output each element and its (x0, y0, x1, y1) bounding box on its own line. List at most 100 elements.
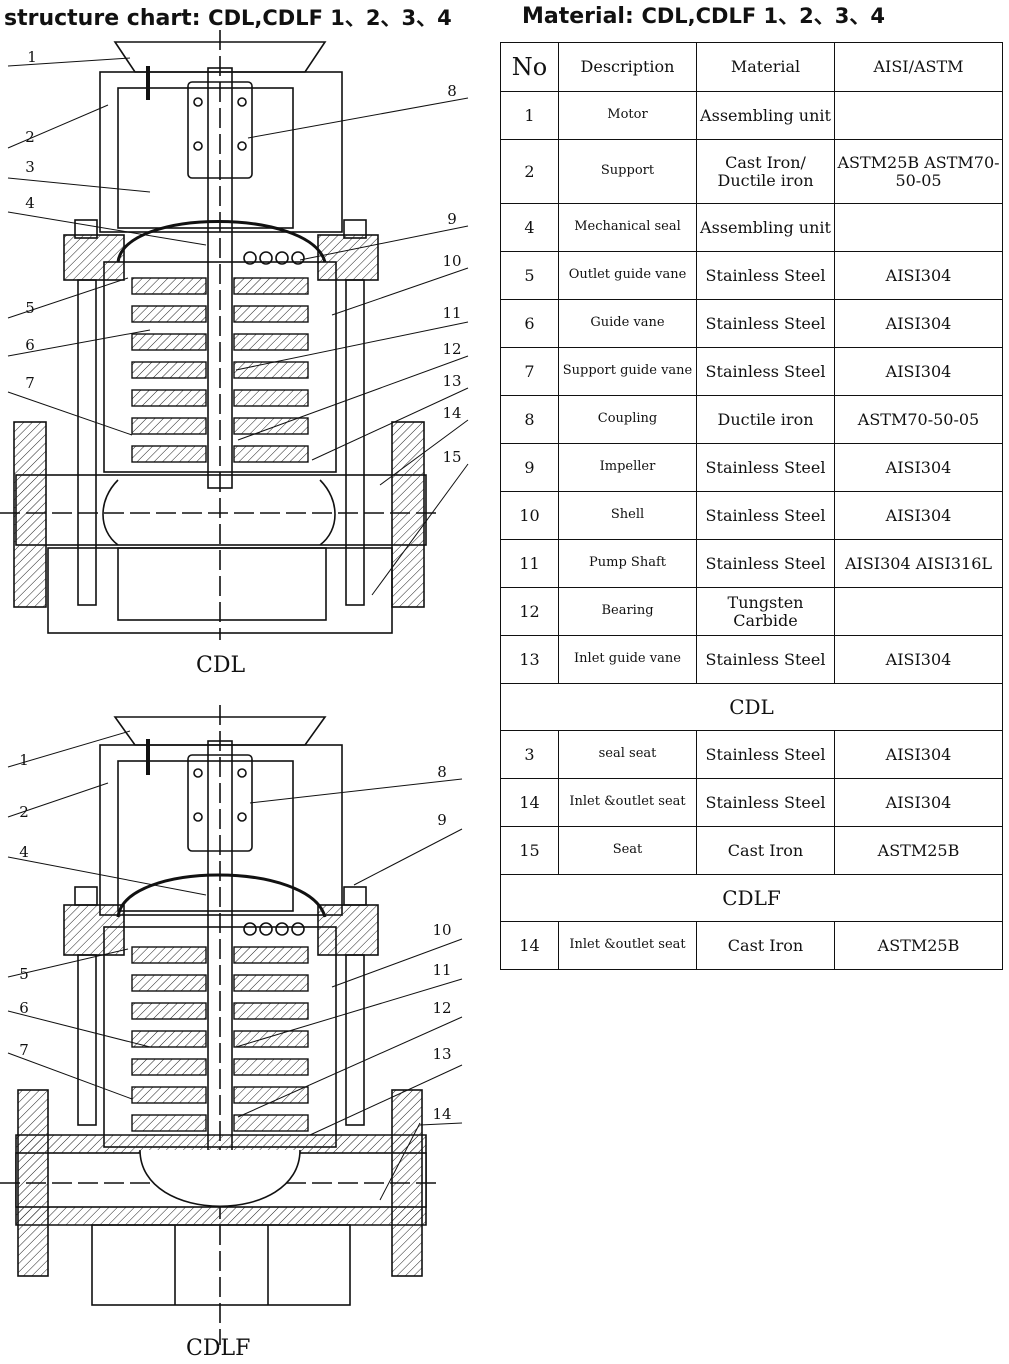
cell-aisi (834, 203, 1003, 252)
cell-material: Assembling unit (696, 203, 835, 252)
cell-no: 2 (500, 139, 559, 204)
table-row: 15 Seat Cast Iron ASTM25B (500, 826, 1003, 875)
cdlf-caption: CDLF (186, 1336, 251, 1361)
cell-material: Stainless Steel (696, 299, 835, 348)
cdlf-label-8: 8 (437, 763, 447, 781)
material-table: No Description Material AISI/ASTM 1 Moto… (500, 42, 1003, 970)
cell-no: 8 (500, 395, 559, 444)
table-row: 4 Mechanical seal Assembling unit (500, 203, 1003, 252)
material-models: CDL,CDLF 1、2、3、4 (641, 4, 885, 28)
cell-description: Impeller (558, 443, 697, 492)
header-material: Material (696, 42, 835, 92)
cell-aisi (834, 587, 1003, 636)
cell-description: Inlet &outlet seat (558, 778, 697, 827)
cell-material: Stainless Steel (696, 778, 835, 827)
cdl-label-14: 14 (442, 404, 461, 422)
cdl-cross-section-diagram: 1 2 3 4 5 6 7 8 9 10 11 12 13 14 15 (0, 30, 469, 640)
section-cdl-label: CDL (500, 683, 1003, 731)
cell-no: 4 (500, 203, 559, 252)
table-row: 13 Inlet guide vane Stainless Steel AISI… (500, 635, 1003, 684)
cell-material: Stainless Steel (696, 443, 835, 492)
cell-aisi (834, 91, 1003, 140)
cdlf-label-2: 2 (19, 803, 29, 821)
cell-aisi: ASTM25B (834, 826, 1003, 875)
cdl-label-2: 2 (25, 128, 35, 146)
cell-description: Motor (558, 91, 697, 140)
cell-description: Shell (558, 491, 697, 540)
cell-material: Stainless Steel (696, 730, 835, 779)
cell-aisi: AISI304 (834, 778, 1003, 827)
table-row: 9 Impeller Stainless Steel AISI304 (500, 443, 1003, 492)
structure-chart-label: structure chart: (4, 6, 201, 31)
cell-aisi: AISI304 (834, 347, 1003, 396)
cell-material: Stainless Steel (696, 251, 835, 300)
cell-no: 14 (500, 921, 559, 970)
cell-aisi: ASTM25B ASTM70-50-05 (834, 139, 1003, 204)
cdl-label-1: 1 (27, 48, 37, 66)
cell-aisi: ASTM70-50-05 (834, 395, 1003, 444)
table-row: 8 Coupling Ductile iron ASTM70-50-05 (500, 395, 1003, 444)
cell-aisi: AISI304 (834, 491, 1003, 540)
cell-no: 14 (500, 778, 559, 827)
cell-material: Stainless Steel (696, 635, 835, 684)
cell-description: Support guide vane (558, 347, 697, 396)
cell-description: Inlet guide vane (558, 635, 697, 684)
header-description: Description (558, 42, 697, 92)
table-row: 7 Support guide vane Stainless Steel AIS… (500, 347, 1003, 396)
cdlf-label-5: 5 (19, 965, 29, 983)
cell-material: Tungsten Carbide (696, 587, 835, 636)
cdl-label-12: 12 (442, 340, 461, 358)
table-row: 6 Guide vane Stainless Steel AISI304 (500, 299, 1003, 348)
header-no: No (500, 42, 559, 92)
table-row: 14 Inlet &outlet seat Cast Iron ASTM25B (500, 921, 1003, 970)
cdl-label-9: 9 (447, 210, 457, 228)
cdl-label-7: 7 (25, 374, 35, 392)
material-label: Material: (522, 4, 634, 29)
material-title: Material: CDL,CDLF 1、2、3、4 (522, 0, 885, 30)
cell-description: Mechanical seal (558, 203, 697, 252)
cell-no: 9 (500, 443, 559, 492)
table-row: 1 Motor Assembling unit (500, 91, 1003, 140)
structure-chart-title: structure chart: CDL,CDLF 1、2、3、4 (4, 2, 452, 32)
cell-material: Assembling unit (696, 91, 835, 140)
cdlf-label-12: 12 (432, 999, 451, 1017)
cell-aisi: AISI304 (834, 299, 1003, 348)
cell-no: 11 (500, 539, 559, 588)
table-row: 11 Pump Shaft Stainless Steel AISI304 AI… (500, 539, 1003, 588)
cell-material: Ductile iron (696, 395, 835, 444)
cdlf-label-11: 11 (432, 961, 451, 979)
cdl-label-6: 6 (25, 336, 35, 354)
cell-no: 3 (500, 730, 559, 779)
cell-description: seal seat (558, 730, 697, 779)
cell-no: 15 (500, 826, 559, 875)
section-row-cdlf: CDLF (500, 874, 1003, 922)
structure-chart-models: CDL,CDLF 1、2、3、4 (208, 6, 452, 30)
cell-description: Coupling (558, 395, 697, 444)
cell-no: 7 (500, 347, 559, 396)
cell-material: Stainless Steel (696, 539, 835, 588)
cell-aisi: AISI304 (834, 730, 1003, 779)
cdlf-label-4: 4 (19, 843, 29, 861)
table-row: 12 Bearing Tungsten Carbide (500, 587, 1003, 636)
cell-description: Support (558, 139, 697, 204)
table-header-row: No Description Material AISI/ASTM (500, 42, 1003, 92)
cdlf-cross-section-diagram: 1 2 4 5 6 7 8 9 10 11 12 13 14 (0, 705, 463, 1345)
cdl-label-5: 5 (25, 299, 35, 317)
section-cdlf-label: CDLF (500, 874, 1003, 922)
cdlf-label-10: 10 (432, 921, 451, 939)
table-row: 5 Outlet guide vane Stainless Steel AISI… (500, 251, 1003, 300)
cdl-label-8: 8 (447, 82, 457, 100)
section-row-cdl: CDL (500, 683, 1003, 731)
table-row: 10 Shell Stainless Steel AISI304 (500, 491, 1003, 540)
table-row: 2 Support Cast Iron/ Ductile iron ASTM25… (500, 139, 1003, 204)
cell-no: 13 (500, 635, 559, 684)
cdlf-label-6: 6 (19, 999, 29, 1017)
cdl-label-11: 11 (442, 304, 461, 322)
cdl-label-15: 15 (442, 448, 461, 466)
cell-material: Cast Iron (696, 826, 835, 875)
cell-description: Outlet guide vane (558, 251, 697, 300)
cell-no: 6 (500, 299, 559, 348)
cdlf-label-1: 1 (19, 751, 29, 769)
table-row: 14 Inlet &outlet seat Stainless Steel AI… (500, 778, 1003, 827)
cell-aisi: AISI304 (834, 443, 1003, 492)
